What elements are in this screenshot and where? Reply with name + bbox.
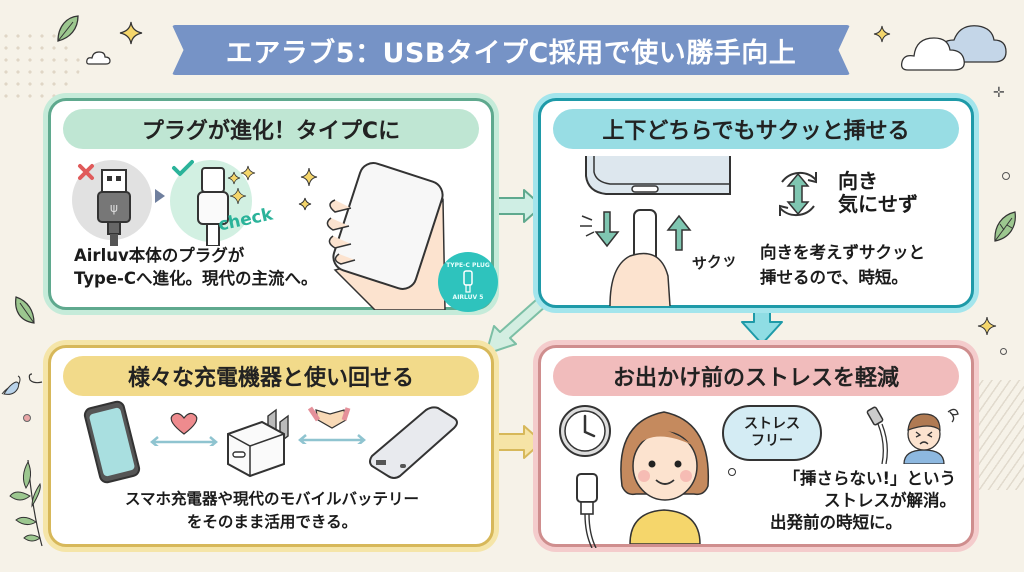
usb-c-charger-icon	[227, 408, 289, 478]
dot-icon	[23, 414, 31, 422]
dot-pattern	[0, 30, 80, 100]
smiling-woman-icon	[620, 411, 710, 544]
sparkle-outline-icon: ✛	[993, 85, 1005, 101]
clouds-icon	[900, 25, 1007, 71]
usb-c-plug-icon	[172, 160, 256, 246]
usb-c-cable-icon	[576, 473, 598, 548]
panel-description: 「挿さらない!」という ストレスが解消。 出発前の時短に。	[770, 469, 956, 532]
panel-heading: お出かけ前のストレスを軽減	[553, 356, 959, 396]
usb-a-plug-icon: ψ	[78, 164, 131, 246]
arrow-right-small-icon	[155, 189, 165, 203]
panel-heading: プラグが進化！タイプCに	[63, 109, 479, 149]
reversible-label: 向き 気にせず	[838, 169, 918, 216]
panel-description: スマホ充電器や現代のモバイルバッテリー をそのまま活用できる。	[124, 490, 420, 531]
type-c-plug-badge: TYPE-C PLUG AIRLUV 5	[438, 252, 498, 312]
thought-dot	[728, 468, 736, 476]
dot-icon	[1002, 172, 1010, 180]
plug-insert-illustration-icon	[580, 156, 731, 306]
handshake-arrow-icon	[298, 406, 366, 444]
reversible-arrows-icon	[779, 171, 817, 217]
arrow-down-left-icon	[485, 299, 547, 355]
arrow-right-icon	[491, 425, 543, 459]
panel-description: 向きを考えずサクッと 挿せるので、時短。	[760, 243, 925, 287]
clock-icon	[559, 405, 611, 457]
svg-text:ψ: ψ	[110, 201, 118, 215]
stress-free-thought-bubble: ストレス フリー	[722, 405, 822, 461]
smartphone-icon	[83, 400, 141, 484]
cloud-icon	[86, 51, 111, 65]
panel-reversible-insert: 上下どちらでもサクッと挿せる	[538, 98, 974, 308]
bird-icon	[1, 373, 43, 395]
heart-arrow-icon	[150, 412, 218, 446]
panel-description: Airluv本体のプラグが Type-Cへ進化。現代の主流へ。	[74, 246, 318, 288]
panel-heading: 上下どちらでもサクッと挿せる	[553, 109, 959, 149]
power-bank-icon	[369, 406, 458, 479]
sparkle-icon	[873, 25, 891, 43]
leaf-icon	[994, 211, 1016, 242]
leaf-icon	[57, 15, 79, 42]
leaf-icon	[15, 296, 35, 324]
sparkle-icon	[977, 316, 997, 336]
page-title: エアラブ5：USBタイプC採用で使い勝手向上	[172, 25, 850, 75]
panel-heading: 様々な充電機器と使い回せる	[63, 356, 479, 396]
branch-icon	[9, 459, 43, 547]
power-bank-in-hand-icon	[298, 162, 446, 310]
sparkle-icon	[119, 21, 143, 45]
dot-icon	[1000, 348, 1007, 355]
arrow-right-icon	[491, 189, 543, 223]
frustrated-boy-icon	[866, 406, 959, 464]
